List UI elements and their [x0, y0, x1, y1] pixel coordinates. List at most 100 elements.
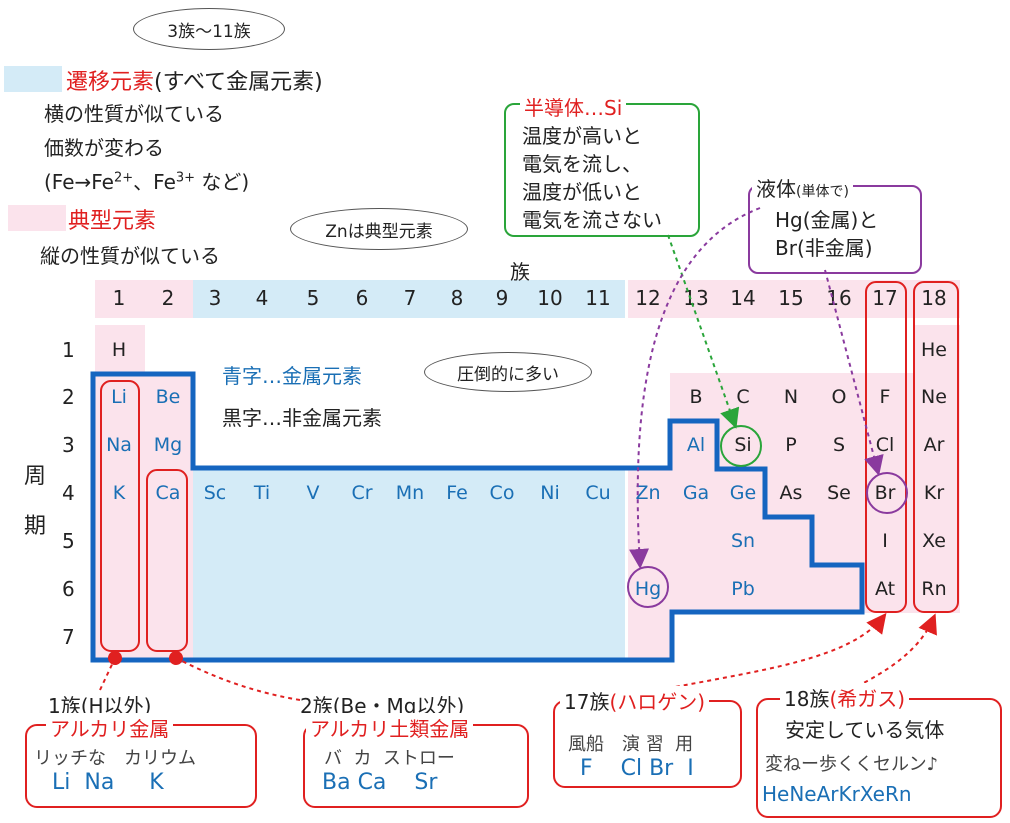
group-number-5: 5 — [306, 286, 320, 310]
transition-line2: 価数が変わる — [44, 136, 164, 160]
group-number-11: 11 — [585, 286, 611, 310]
metal-bubble-text: 圧倒的に多い — [457, 364, 559, 385]
g17-symbols: F Cl Br I — [580, 756, 694, 781]
fe-text-c: など) — [195, 170, 250, 194]
hg-arrow — [629, 207, 761, 569]
group-number-7: 7 — [403, 286, 417, 310]
group1-outline — [100, 380, 140, 652]
group-number-17: 17 — [872, 286, 898, 310]
element-sn: Sn — [730, 530, 756, 552]
hydrogen-bg — [95, 325, 145, 373]
semiconductor-line2: 電気を流し、 — [522, 152, 642, 176]
element-h: H — [111, 339, 127, 361]
group-number-8: 8 — [450, 286, 464, 310]
element-rn: Rn — [921, 578, 947, 600]
transition-block-bg — [193, 468, 625, 661]
transition-line1: 横の性質が似ている — [44, 102, 224, 126]
fe-text-b: 、Fe — [133, 170, 176, 194]
element-be: Be — [155, 386, 181, 408]
period-number-2: 2 — [62, 385, 75, 409]
g2-arrow — [169, 651, 301, 701]
element-sc: Sc — [203, 482, 227, 504]
liquid-title-small: (単体で) — [796, 184, 849, 200]
element-ca: Ca — [155, 482, 181, 504]
g17-label: 17族 — [564, 690, 610, 714]
element-s: S — [832, 434, 846, 456]
si-circle — [720, 425, 762, 467]
period-number-7: 7 — [62, 625, 75, 649]
g17-arrow — [659, 612, 887, 691]
element-k: K — [112, 482, 126, 504]
element-b: B — [689, 386, 703, 408]
semiconductor-line1: 温度が高いと — [522, 124, 642, 148]
element-li: Li — [111, 386, 127, 408]
g2-symbols: Ba Ca Sr — [322, 770, 438, 795]
g1-mnemonic: リッチな カリウム — [34, 748, 196, 769]
element-as: As — [779, 482, 803, 504]
element-ga: Ga — [682, 482, 710, 504]
group-number-2: 2 — [161, 286, 175, 310]
element-na: Na — [106, 434, 132, 456]
element-n: N — [783, 386, 799, 408]
element-hg: Hg — [634, 578, 662, 600]
element-si: Si — [734, 434, 752, 456]
group-number-10: 10 — [537, 286, 563, 310]
g17-title: (ハロゲン) — [609, 690, 706, 714]
group2-outline — [146, 469, 188, 652]
element-mg: Mg — [153, 434, 183, 456]
element-ne: Ne — [921, 386, 947, 408]
group18-bg — [913, 325, 960, 613]
group-header-band-3-11 — [193, 280, 625, 318]
g18-symbols: HeNeArKrXeRn — [762, 782, 912, 806]
element-ge: Ge — [729, 482, 757, 504]
g18-mnemonic: 変ねー歩くくセルン♪ — [765, 754, 939, 775]
group-range-text: 3族〜11族 — [167, 21, 251, 42]
element-ti: Ti — [253, 482, 271, 504]
group18-outline — [913, 281, 959, 613]
g1-symbols: Li Na K — [52, 770, 164, 795]
period-number-1: 1 — [62, 338, 75, 362]
element-se: Se — [827, 482, 851, 504]
group-header-band-1-2 — [95, 280, 193, 318]
period-number-5: 5 — [62, 529, 75, 553]
group-number-4: 4 — [255, 286, 269, 310]
element-ar: Ar — [923, 434, 945, 456]
liquid-line2: Br(非金属) — [775, 236, 873, 260]
element-ni: Ni — [540, 482, 560, 504]
element-kr: Kr — [923, 482, 945, 504]
group1-2-bg — [95, 373, 193, 661]
period-number-6: 6 — [62, 577, 75, 601]
zn-bubble-text: Znは典型元素 — [325, 221, 433, 242]
element-br: Br — [874, 482, 896, 504]
element-i: I — [882, 530, 888, 552]
fe-sup1: 2+ — [114, 170, 134, 186]
br-arrow — [824, 269, 884, 476]
transition-note: (すべて金属元素) — [154, 70, 323, 95]
legend-transition-swatch — [4, 66, 62, 92]
semiconductor-box — [504, 103, 700, 237]
g1-title: アルカリ金属 — [46, 713, 174, 742]
period-axis-label-1: 周 — [24, 464, 47, 489]
g17-mnemonic: 風船 演 習 用 — [568, 734, 694, 755]
transition-title: 遷移元素 — [66, 70, 155, 95]
group-number-16: 16 — [826, 286, 852, 310]
period-number-4: 4 — [62, 481, 75, 505]
group-number-1: 1 — [112, 286, 126, 310]
element-mn: Mn — [395, 482, 425, 504]
group-number-18: 18 — [921, 286, 947, 310]
g2-title: アルカリ土類金属 — [306, 713, 474, 742]
element-cu: Cu — [585, 482, 611, 504]
typical-title: 典型元素 — [68, 209, 157, 234]
g1-arrow — [99, 651, 122, 691]
g18-heading: 18族(希ガス) — [780, 683, 910, 712]
element-co: Co — [489, 482, 515, 504]
period-number-3: 3 — [62, 433, 75, 457]
transition-legend: 遷移元素(すべて金属元素) — [66, 64, 323, 96]
semiconductor-line3: 温度が低いと — [522, 180, 642, 204]
hg-circle — [627, 566, 669, 608]
element-pb: Pb — [731, 578, 755, 600]
br-circle — [866, 472, 908, 514]
p-block-bg-row2 — [670, 373, 913, 421]
g18-arrow — [849, 613, 937, 691]
liquid-title: 液体(単体で) — [752, 173, 853, 202]
